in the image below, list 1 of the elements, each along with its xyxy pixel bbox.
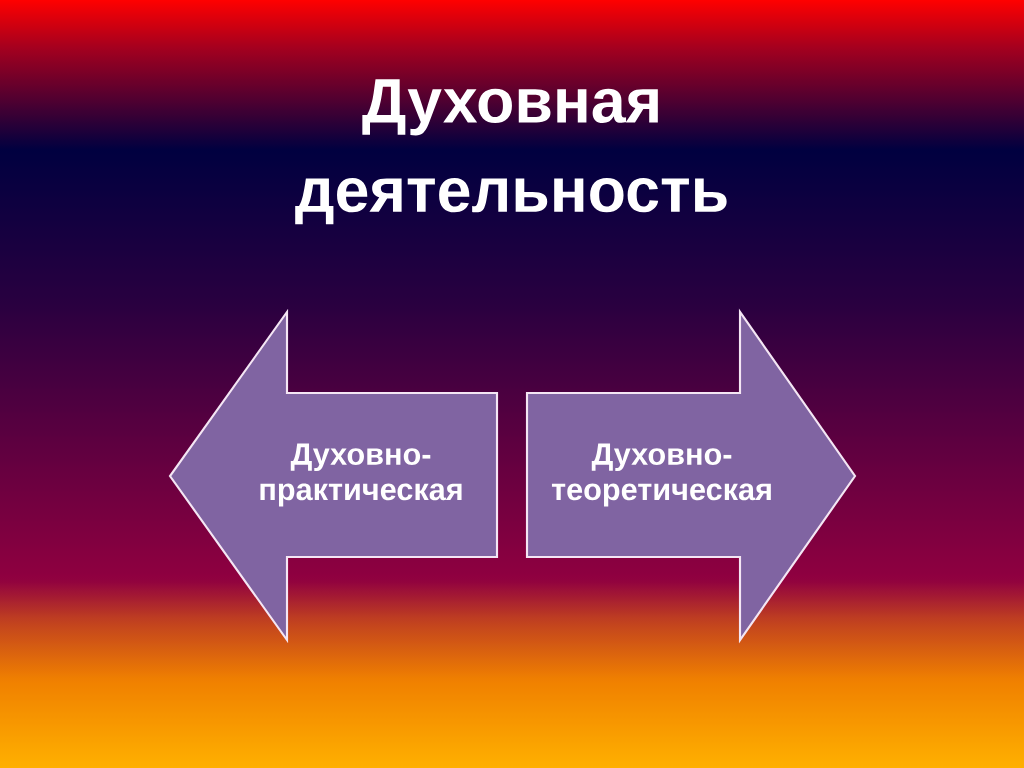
title: Духовная деятельность [295, 79, 727, 225]
